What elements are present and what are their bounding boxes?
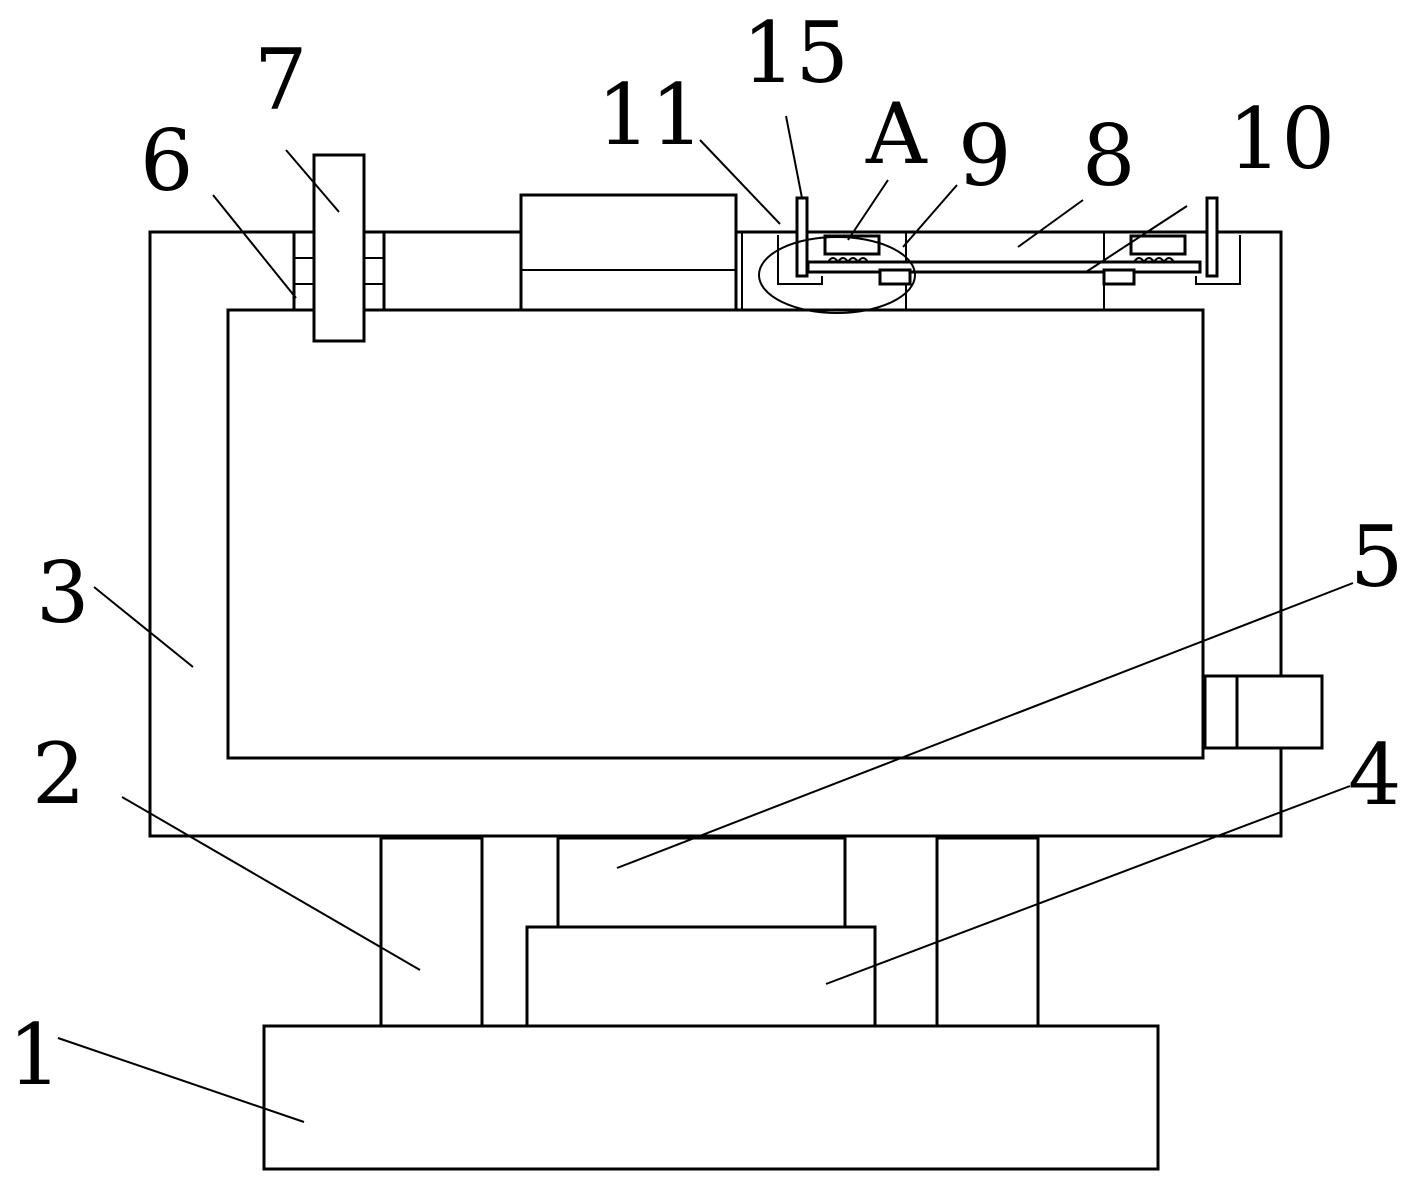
callout-11: 11 bbox=[597, 66, 704, 164]
callout-7: 7 bbox=[254, 31, 307, 129]
callout-2: 2 bbox=[32, 725, 85, 823]
side-connector-small bbox=[1203, 674, 1239, 750]
center-column bbox=[556, 836, 847, 929]
leader-line-4 bbox=[825, 785, 1351, 985]
spring-coil-right bbox=[1133, 257, 1175, 264]
inner-box bbox=[226, 308, 1205, 760]
slide-block-right bbox=[1102, 268, 1136, 286]
leader-line-5 bbox=[616, 582, 1354, 869]
leader-line-8 bbox=[1017, 199, 1084, 248]
callout-15: 15 bbox=[742, 4, 849, 102]
clamp-plate-right bbox=[362, 230, 386, 312]
clamp-plate-left bbox=[292, 230, 316, 312]
leader-line-1 bbox=[57, 1037, 305, 1123]
leader-line-7 bbox=[285, 149, 340, 213]
callout-1: 1 bbox=[8, 1006, 61, 1104]
callout-9: 9 bbox=[958, 107, 1011, 205]
callout-3: 3 bbox=[36, 544, 89, 642]
leader-line-6 bbox=[212, 194, 297, 299]
side-connector bbox=[1235, 674, 1324, 750]
leader-line-9 bbox=[902, 184, 958, 248]
top-box bbox=[519, 193, 738, 312]
rod-left bbox=[795, 196, 809, 278]
leader-line-a bbox=[847, 179, 889, 241]
callout-8: 8 bbox=[1082, 107, 1135, 205]
slide-plate bbox=[806, 260, 1202, 274]
spring-housing-right bbox=[1129, 234, 1187, 256]
detail-circle-a bbox=[758, 236, 916, 314]
callout-5: 5 bbox=[1350, 508, 1403, 606]
spring-housing bbox=[823, 234, 881, 256]
slide-block-left bbox=[878, 268, 912, 286]
callout-4: 4 bbox=[1348, 726, 1401, 824]
leader-line-11 bbox=[699, 139, 781, 225]
bracket-left bbox=[777, 235, 823, 285]
callout-6: 6 bbox=[140, 112, 193, 210]
bracket-right bbox=[1195, 235, 1241, 285]
rod-right bbox=[1205, 196, 1219, 278]
lower-block bbox=[525, 925, 877, 1028]
leader-line-3 bbox=[93, 586, 194, 668]
support-column-left bbox=[379, 836, 484, 1028]
callout-10: 10 bbox=[1228, 90, 1335, 188]
vertical-bar bbox=[312, 153, 366, 343]
callout-a: A bbox=[865, 85, 928, 183]
leader-line-10 bbox=[1085, 205, 1188, 273]
support-column-right bbox=[935, 836, 1040, 1028]
leader-line-15 bbox=[785, 115, 803, 199]
leader-line-2 bbox=[121, 796, 421, 971]
base-plate bbox=[262, 1024, 1160, 1171]
